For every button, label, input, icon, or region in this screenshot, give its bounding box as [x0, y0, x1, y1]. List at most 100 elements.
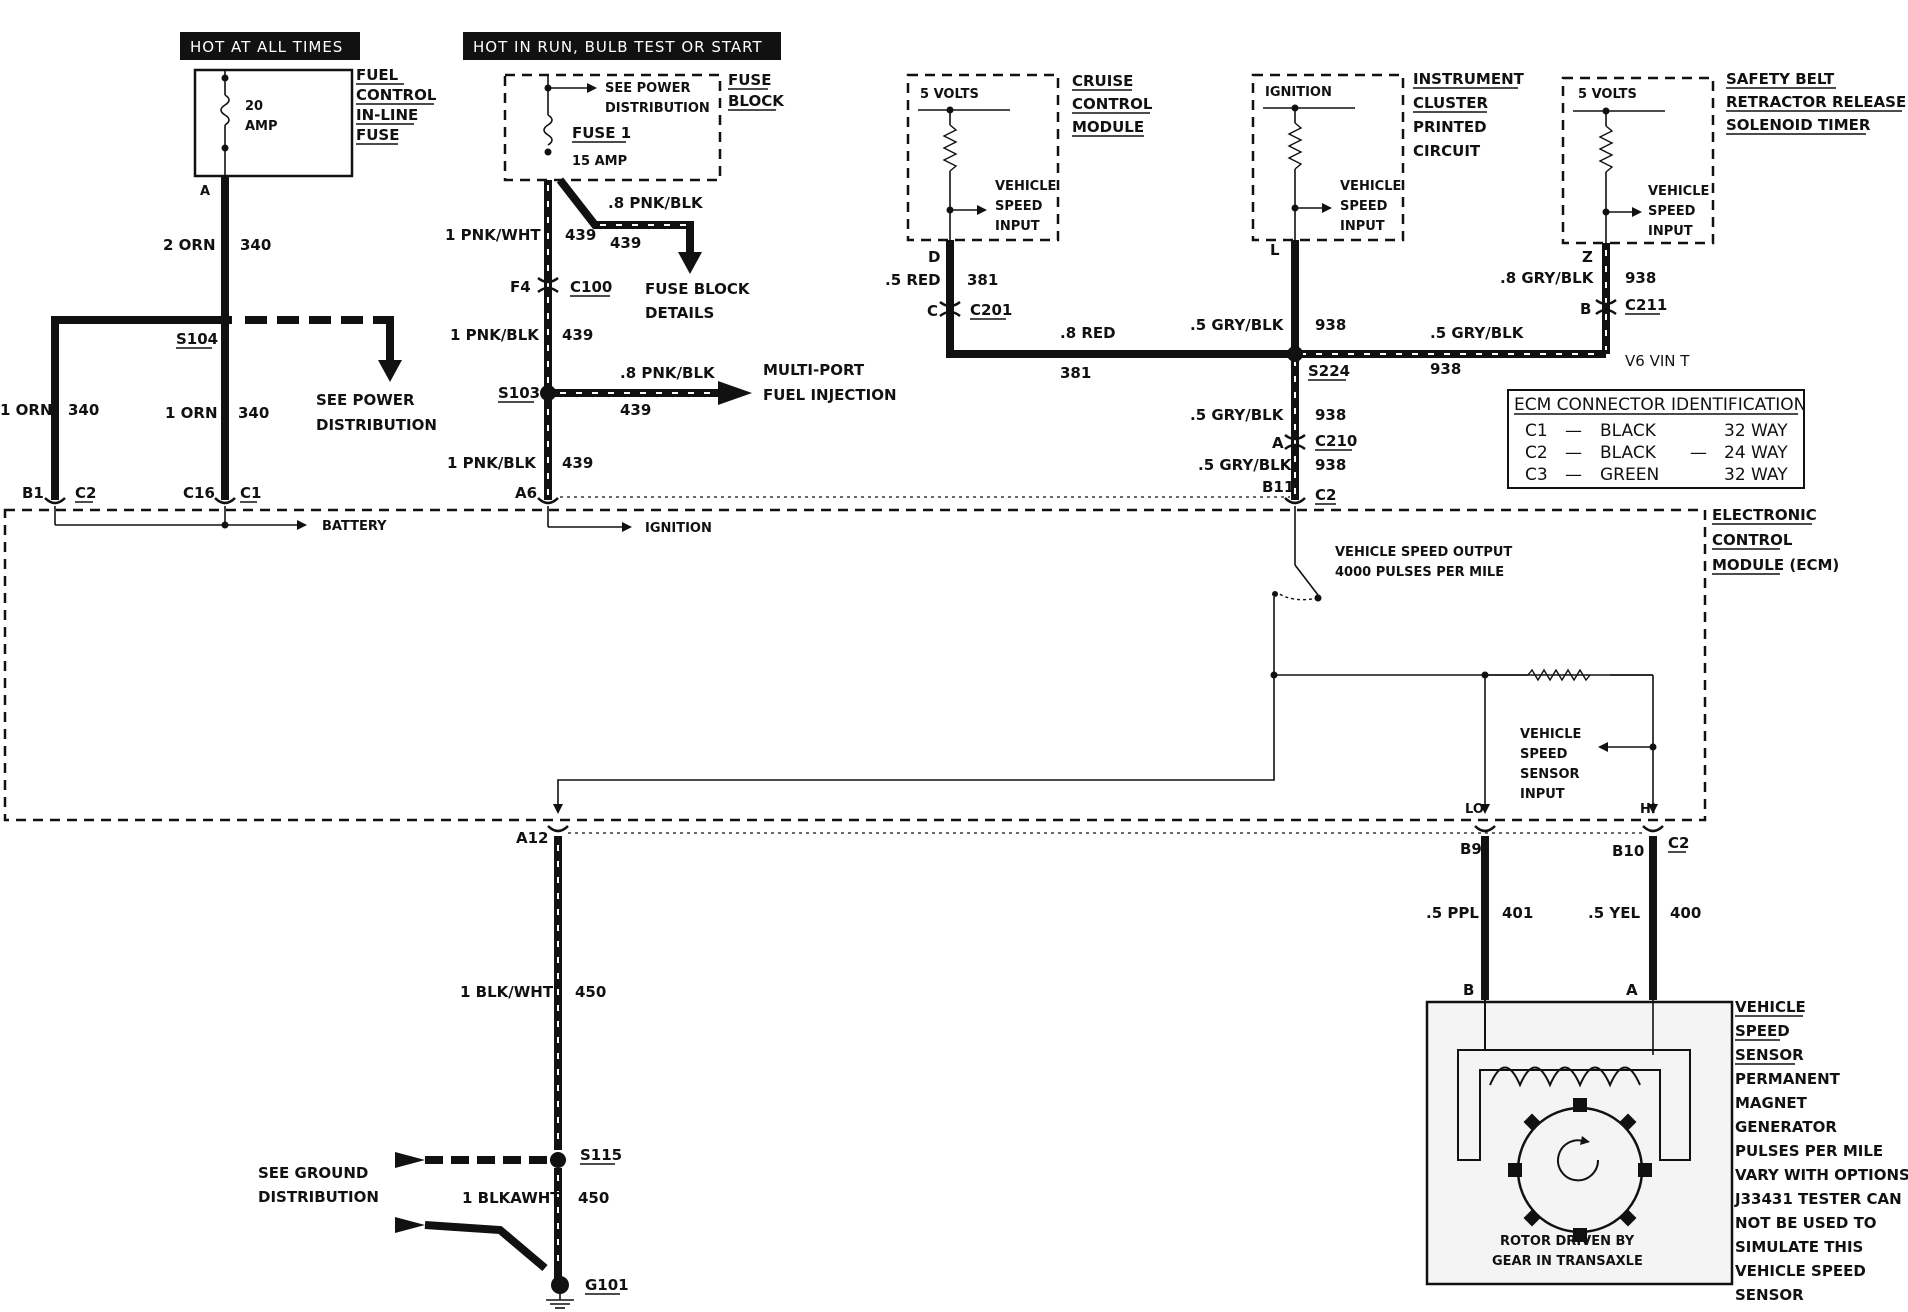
fuse-1-symbol — [543, 114, 553, 146]
vss-desc-9: VEHICLE SPEED — [1735, 1262, 1866, 1280]
vss-desc-4: PULSES PER MILE — [1735, 1142, 1883, 1160]
safety-vsi-2: SPEED — [1648, 204, 1696, 219]
ecm-pin-b9: B9 — [1460, 840, 1482, 858]
ecm-table-row: C3 — GREEN 32 WAY — [1525, 465, 1788, 485]
ecm-row-0-color: BLACK — [1600, 421, 1657, 441]
ecm-ignition-label: IGNITION — [645, 521, 712, 536]
cluster-volts: IGNITION — [1265, 85, 1332, 100]
vss-rotor-1: ROTOR DRIVEN BY — [1500, 1234, 1635, 1249]
wire-2orn-color: 2 ORN — [163, 236, 216, 254]
ground-g101: G101 — [585, 1276, 629, 1294]
wire-ppl-color: .5 PPL — [1426, 904, 1479, 922]
ecm-row-2-dash: — — [1565, 465, 1582, 485]
ecm-conn-c2a: C2 — [75, 484, 96, 502]
cluster-name-4: CIRCUIT — [1413, 142, 1481, 160]
safety-name-2: RETRACTOR RELEASE — [1726, 93, 1906, 111]
vss-wires: .5 PPL 401 .5 YEL 400 B A — [1426, 836, 1701, 1000]
mpfi-label-2: FUEL INJECTION — [763, 386, 897, 404]
vss-desc-6: J33431 TESTER CAN — [1734, 1190, 1902, 1208]
wire-pnk-blk-fb-num: 439 — [610, 234, 641, 252]
bus-gry-down-color: .5 GRY/BLK — [1190, 406, 1285, 424]
ecm-row-2-conn: C3 — [1525, 465, 1548, 485]
wire-pnk-blk-mpfi-num: 439 — [620, 401, 651, 419]
ecm-vssi-4: INPUT — [1520, 787, 1565, 802]
fuse-block-details-2: DETAILS — [645, 304, 714, 322]
mpfi-label-1: MULTI-PORT — [763, 361, 865, 379]
bus-gry-down2-num: 938 — [1315, 456, 1346, 474]
fuse-block-name-1: FUSE — [728, 71, 771, 89]
safety-vsi-1: VEHICLE — [1648, 184, 1709, 199]
wire-pnk-blk-1-color: 1 PNK/BLK — [450, 326, 540, 344]
fuse-block-details-1: FUSE BLOCK — [645, 280, 751, 298]
vss-desc-2: MAGNET — [1735, 1094, 1808, 1112]
ecm-table-row: C1 — BLACK 32 WAY — [1525, 421, 1788, 441]
safety-vsi-3: INPUT — [1648, 224, 1693, 239]
vss-name-2: SPEED — [1735, 1022, 1790, 1040]
cluster-vsi-2: SPEED — [1340, 199, 1388, 214]
connector-c100: C100 — [570, 278, 612, 296]
vehicle-speed-bus: D .5 RED 381 C C201 .8 RED 381 L .5 GRY/… — [885, 240, 1690, 505]
safety-name-3: SOLENOID TIMER — [1726, 116, 1871, 134]
vehicle-speed-sensor: ROTOR DRIVEN BY GEAR IN TRANSAXLE VEHICL… — [1425, 998, 1908, 1304]
ecm-vso-2: 4000 PULSES PER MILE — [1335, 565, 1504, 580]
bus-connector-c2: C2 — [1315, 486, 1336, 504]
splice-s104: S104 — [176, 330, 218, 348]
vss-name-3: SENSOR — [1735, 1046, 1804, 1064]
bus-gry-num: 938 — [1315, 316, 1346, 334]
battery-feed-wires: 2 ORN 340 S104 SEE POWER DISTRIBUTION 1 … — [0, 176, 437, 500]
cluster-name-1: INSTRUMENT — [1413, 70, 1525, 88]
bus-gry8-num: 938 — [1625, 269, 1656, 287]
ecm-pin-c16: C16 — [183, 484, 215, 502]
cruise-name-3: MODULE — [1072, 118, 1144, 136]
bus-terminal-d: D — [928, 248, 940, 266]
cluster-name-3: PRINTED — [1413, 118, 1487, 136]
cruise-vsi-1: VEHICLE — [995, 179, 1056, 194]
ecm-hi: HI — [1640, 802, 1656, 817]
safety-belt-retractor-timer: 5 VOLTS VEHICLE SPEED INPUT SAFETY BELT … — [1561, 70, 1906, 245]
bus-red8-num: 381 — [1060, 364, 1091, 382]
bus-terminal-a: A — [1272, 434, 1284, 452]
connector-c100-symbol — [537, 276, 559, 284]
splice-s224: S224 — [1308, 362, 1350, 380]
bus-red8-color: .8 RED — [1060, 324, 1116, 342]
wire-pnk-blk-2-num: 439 — [562, 454, 593, 472]
wire-pnk-blk-fb-color: .8 PNK/BLK — [608, 194, 704, 212]
fuse-block-name-2: BLOCK — [728, 92, 785, 110]
splice-s103: S103 — [498, 384, 540, 402]
ecm-conn-c2b: C2 — [1668, 834, 1689, 852]
bus-terminal-l: L — [1270, 241, 1280, 259]
vss-desc-3: GENERATOR — [1735, 1118, 1837, 1136]
see-power-dist-1: SEE POWER — [316, 391, 415, 409]
wire-pnk-wht-num: 439 — [565, 226, 596, 244]
bus-terminal-b11: B11 — [1262, 478, 1294, 496]
cruise-volts: 5 VOLTS — [920, 87, 979, 102]
cruise-vsi-2: SPEED — [995, 199, 1043, 214]
ecm-row-1-dash: — — [1565, 443, 1582, 463]
connector-c210: C210 — [1315, 432, 1357, 450]
ecm-vssi-1: VEHICLE — [1520, 727, 1581, 742]
cluster-vsi-1: VEHICLE — [1340, 179, 1401, 194]
v6-vin-t: V6 VIN T — [1625, 352, 1690, 370]
bus-terminal-z: Z — [1582, 248, 1593, 266]
cluster-name-2: CLUSTER — [1413, 94, 1488, 112]
fuse-1-rating: 15 AMP — [572, 154, 627, 169]
splice-s115: S115 — [580, 1146, 622, 1164]
wire-blk-wht2-num: 450 — [578, 1189, 609, 1207]
fuel-fuse-name-3: IN-LINE — [356, 106, 418, 124]
wire-blk-wht-num: 450 — [575, 983, 606, 1001]
bus-terminal-c: C — [927, 302, 938, 320]
see-ground-2: DISTRIBUTION — [258, 1188, 379, 1206]
ecm-row-1-conn: C2 — [1525, 443, 1548, 463]
safety-name-1: SAFETY BELT — [1726, 70, 1835, 88]
wire-pnk-blk-1-num: 439 — [562, 326, 593, 344]
instrument-cluster: IGNITION VEHICLE SPEED INPUT INSTRUMENT … — [1251, 70, 1525, 242]
fuel-fuse-name-2: CONTROL — [356, 86, 437, 104]
fuel-fuse-terminal-a: A — [200, 184, 210, 199]
fuse-block-see-power-1: SEE POWER — [605, 81, 690, 96]
wire-yel-num: 400 — [1670, 904, 1701, 922]
fuse-block: SEE POWER DISTRIBUTION FUSE 1 15 AMP FUS… — [503, 71, 785, 182]
bus-gry-color: .5 GRY/BLK — [1190, 316, 1285, 334]
fuel-fuse-name-4: FUSE — [356, 126, 399, 144]
vss-desc-5: VARY WITH OPTIONS. — [1735, 1166, 1908, 1184]
